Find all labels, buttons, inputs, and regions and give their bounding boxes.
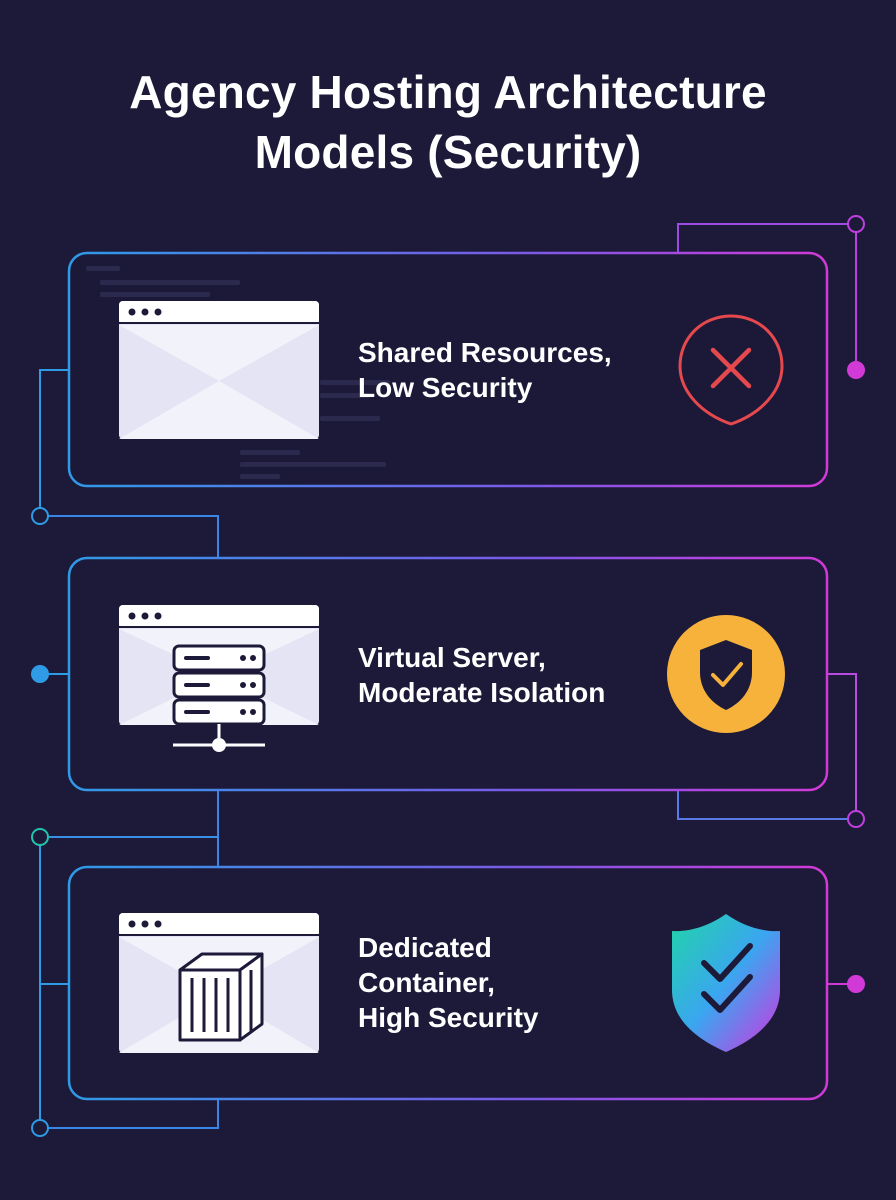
browser-window-icon — [119, 301, 319, 439]
node-top-right — [847, 215, 865, 233]
tier-1-line-2: Low Security — [358, 372, 533, 403]
node-right-2 — [847, 810, 865, 828]
tier-3-line-3: High Security — [358, 1002, 539, 1033]
tier-3-label: Dedicated Container, High Security — [358, 930, 538, 1035]
check-shield-icon — [667, 615, 785, 733]
title-line-2: Models (Security) — [254, 126, 642, 178]
node-right-3 — [847, 975, 865, 993]
container-box-icon — [119, 913, 319, 1053]
tier-3-line-1: Dedicated — [358, 932, 492, 963]
tier-1-line-1: Shared Resources, — [358, 337, 612, 368]
tier-3-line-2: Container, — [358, 967, 495, 998]
node-left-1 — [31, 507, 49, 525]
tier-2-line-1: Virtual Server, — [358, 642, 546, 673]
connector-bottom-3 — [48, 1100, 219, 1129]
page-title: Agency Hosting Architecture Models (Secu… — [0, 62, 896, 182]
double-check-shield-icon — [672, 914, 780, 1052]
title-line-1: Agency Hosting Architecture — [129, 66, 767, 118]
connector-bottom-2 — [677, 791, 848, 820]
node-left-2 — [31, 665, 49, 683]
tier-2-line-2: Moderate Isolation — [358, 677, 606, 708]
connector-mid-1 — [48, 515, 219, 557]
connector-lines — [39, 223, 857, 1129]
x-shield-icon — [678, 314, 784, 426]
tier-2-label: Virtual Server, Moderate Isolation — [358, 640, 605, 710]
node-left-4 — [31, 1119, 49, 1137]
code-decoration — [86, 266, 390, 479]
connector-right-2 — [828, 673, 857, 811]
connector-nodes — [31, 215, 865, 1137]
connector-left-1 — [39, 369, 68, 508]
server-stack-icon — [119, 605, 319, 752]
tier-1-label: Shared Resources, Low Security — [358, 335, 612, 405]
node-right-1 — [847, 361, 865, 379]
connector-top-right — [677, 223, 848, 252]
node-left-3 — [31, 828, 49, 846]
